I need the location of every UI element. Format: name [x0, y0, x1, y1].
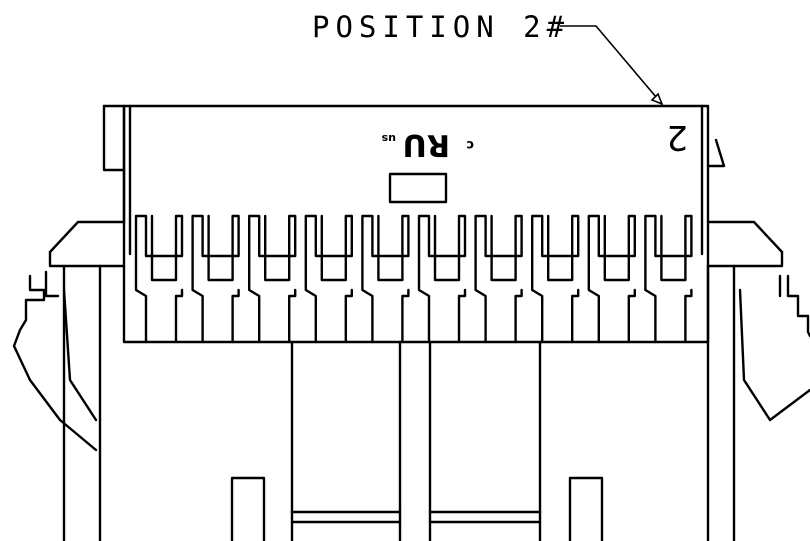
cert-mark-logo: RU — [403, 127, 450, 162]
terminal-slot — [531, 214, 580, 344]
right-latch — [706, 138, 810, 541]
terminal-slot — [191, 214, 240, 344]
certification-mark: c RU us — [381, 127, 474, 162]
callout-leader-line — [560, 25, 663, 105]
terminal-slot — [474, 214, 523, 344]
lower-structure — [230, 340, 604, 541]
connector-housing — [122, 104, 710, 344]
terminal-slot — [417, 214, 467, 344]
position-number: 2 — [666, 117, 688, 157]
polarization-window — [388, 172, 448, 204]
terminal-slot — [304, 214, 353, 344]
left-latch — [12, 104, 126, 541]
terminal-slot — [587, 214, 636, 344]
cert-mark-suffix: us — [381, 132, 396, 145]
position-callout-label: POSITION 2# — [312, 10, 570, 44]
callout-arrowhead — [650, 92, 664, 106]
terminal-slot — [644, 214, 693, 344]
terminal-slot — [248, 214, 297, 344]
terminal-slot — [134, 214, 184, 344]
terminal-slot — [361, 214, 410, 344]
terminal-slots — [134, 214, 693, 344]
cert-mark-prefix: c — [466, 137, 474, 152]
